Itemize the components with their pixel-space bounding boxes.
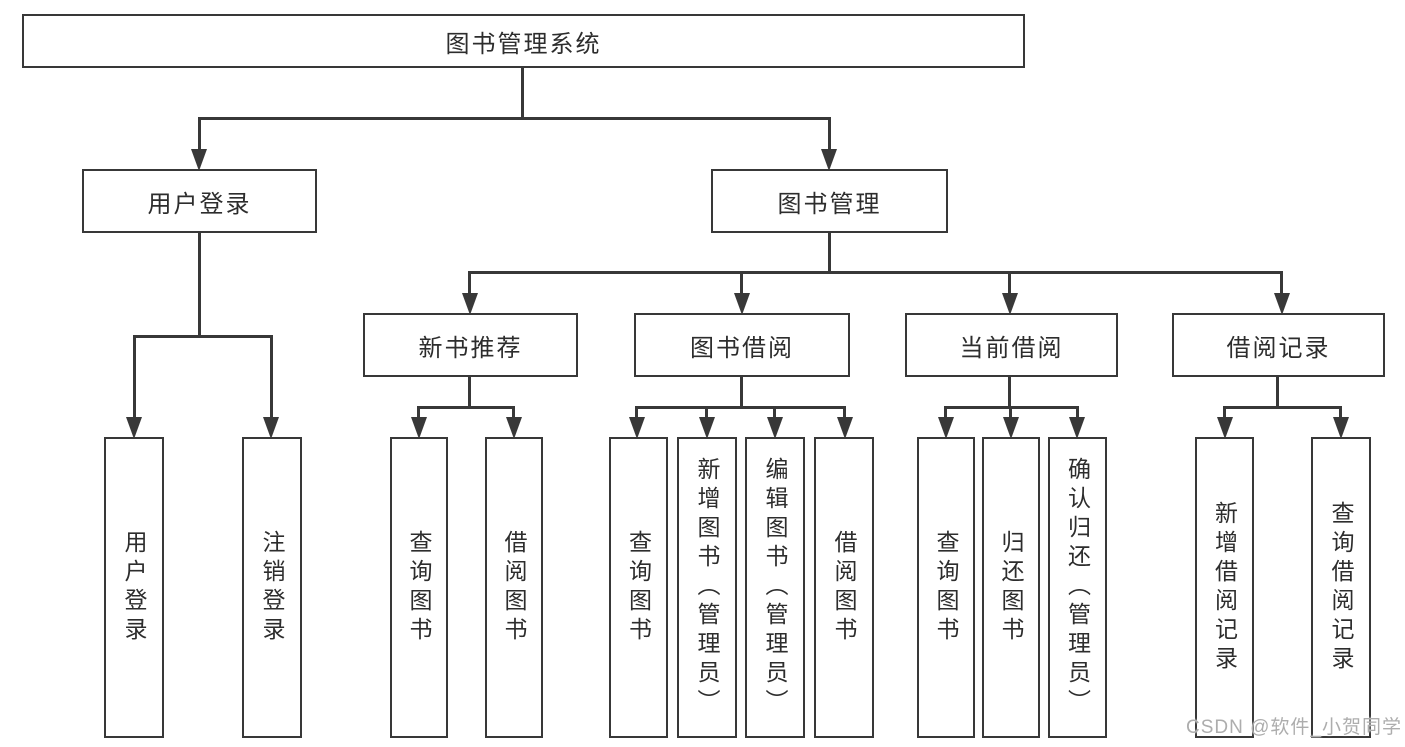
connector-arrow-stem (944, 406, 947, 421)
leaf-user-login-label: 用户登录 (121, 529, 147, 646)
connector-arrow-stem-user-login (198, 117, 201, 152)
arrow-down-icon (506, 417, 522, 439)
connector-current-borrow-stem (1008, 375, 1011, 409)
leaf-return-books: 归还图书 (982, 437, 1040, 738)
node-borrow-records-label: 借阅记录 (1226, 334, 1331, 362)
connector-arrow-stem-leaf-user-login (133, 335, 136, 421)
node-new-book-recommend: 新书推荐 (363, 313, 578, 377)
node-user-login-label: 用户登录 (147, 190, 252, 218)
connector-arrow-stem (843, 406, 846, 421)
leaf-query-borrow-record-label: 查询借阅记录 (1328, 500, 1354, 675)
leaf-confirm-return-admin: 确认归还（管理员） (1048, 437, 1107, 738)
connector-arrow-stem (773, 406, 776, 421)
connector-level2-branch (468, 271, 1283, 274)
arrow-down-icon (263, 417, 279, 439)
arrow-down-icon (411, 417, 427, 439)
arrow-down-icon (821, 149, 837, 171)
leaf-edit-book-admin-label: 编辑图书（管理员） (762, 457, 788, 718)
leaf-user-login: 用户登录 (104, 437, 164, 738)
connector-new-books-branch (417, 406, 515, 409)
connector-user-login-stem (198, 231, 201, 337)
watermark: CSDN @软件_小贺同学 (1186, 717, 1402, 738)
arrow-down-icon (837, 417, 853, 439)
leaf-query-books-borrow-label: 查询图书 (625, 529, 652, 646)
arrow-down-icon (699, 417, 715, 439)
connector-arrow-stem (635, 406, 638, 421)
leaf-logout-label: 注销登录 (259, 529, 285, 646)
node-root: 图书管理系统 (22, 14, 1025, 68)
leaf-query-books-borrow: 查询图书 (609, 437, 668, 738)
arrow-down-icon (1003, 417, 1019, 439)
leaf-add-book-admin: 新增图书（管理员） (677, 437, 737, 738)
arrow-down-icon (734, 293, 750, 315)
arrow-down-icon (1069, 417, 1085, 439)
leaf-query-borrow-record: 查询借阅记录 (1311, 437, 1371, 738)
leaf-query-books-recommend-label: 查询图书 (406, 529, 432, 646)
leaf-query-books-current: 查询图书 (917, 437, 975, 738)
arrow-down-icon (1333, 417, 1349, 439)
arrow-down-icon (767, 417, 783, 439)
node-current-borrow: 当前借阅 (905, 313, 1118, 377)
connector-user-login-branch (133, 335, 273, 338)
connector-arrow-stem (1339, 406, 1342, 421)
node-book-borrow-label: 图书借阅 (690, 334, 794, 362)
connector-arrow-stem-leaf-logout (270, 335, 273, 421)
connector-arrow-stem-book-mgmt (828, 117, 831, 152)
node-root-label: 图书管理系统 (445, 30, 602, 58)
arrow-down-icon (191, 149, 207, 171)
connector-borrow-records-branch (1223, 406, 1342, 409)
connector-arrow-stem (1223, 406, 1226, 421)
node-book-management-label: 图书管理 (777, 190, 882, 218)
leaf-query-books-recommend: 查询图书 (390, 437, 448, 738)
connector-book-mgmt-stem (828, 231, 831, 274)
leaf-borrow-books-label: 借阅图书 (831, 529, 857, 646)
leaf-confirm-return-admin-label: 确认归还（管理员） (1064, 457, 1091, 718)
leaf-borrow-books-recommend-label: 借阅图书 (501, 529, 527, 646)
node-borrow-records: 借阅记录 (1172, 313, 1385, 377)
connector-arrow-stem (417, 406, 420, 421)
connector-arrow-stem-new-books (468, 271, 471, 297)
leaf-add-book-admin-label: 新增图书（管理员） (694, 457, 720, 718)
leaf-add-borrow-record-label: 新增借阅记录 (1211, 500, 1238, 675)
connector-arrow-stem (705, 406, 708, 421)
node-new-book-recommend-label: 新书推荐 (418, 334, 523, 362)
connector-arrow-stem-borrow-records (1280, 271, 1283, 297)
leaf-borrow-books-recommend: 借阅图书 (485, 437, 543, 738)
leaf-return-books-label: 归还图书 (998, 529, 1024, 646)
arrow-down-icon (126, 417, 142, 439)
node-user-login: 用户登录 (82, 169, 317, 233)
connector-book-borrow-branch (635, 406, 846, 409)
leaf-borrow-books: 借阅图书 (814, 437, 874, 738)
node-book-management: 图书管理 (711, 169, 948, 233)
connector-borrow-records-stem (1276, 375, 1279, 409)
connector-arrow-stem (1009, 406, 1012, 421)
leaf-query-books-current-label: 查询图书 (933, 529, 959, 646)
arrow-down-icon (1217, 417, 1233, 439)
node-current-borrow-label: 当前借阅 (959, 334, 1064, 362)
connector-level1-branch (198, 117, 831, 120)
arrow-down-icon (1274, 293, 1290, 315)
arrow-down-icon (938, 417, 954, 439)
connector-arrow-stem (1076, 406, 1079, 421)
leaf-logout: 注销登录 (242, 437, 302, 738)
leaf-edit-book-admin: 编辑图书（管理员） (745, 437, 805, 738)
arrow-down-icon (629, 417, 645, 439)
leaf-add-borrow-record: 新增借阅记录 (1195, 437, 1254, 738)
connector-new-books-stem (468, 375, 471, 409)
connector-book-borrow-stem (740, 375, 743, 409)
connector-arrow-stem (512, 406, 515, 421)
node-book-borrow: 图书借阅 (634, 313, 850, 377)
connector-arrow-stem-book-borrow (740, 271, 743, 297)
arrow-down-icon (1002, 293, 1018, 315)
arrow-down-icon (462, 293, 478, 315)
connector-root-stem (521, 66, 524, 120)
connector-arrow-stem-current-borrow (1008, 271, 1011, 297)
